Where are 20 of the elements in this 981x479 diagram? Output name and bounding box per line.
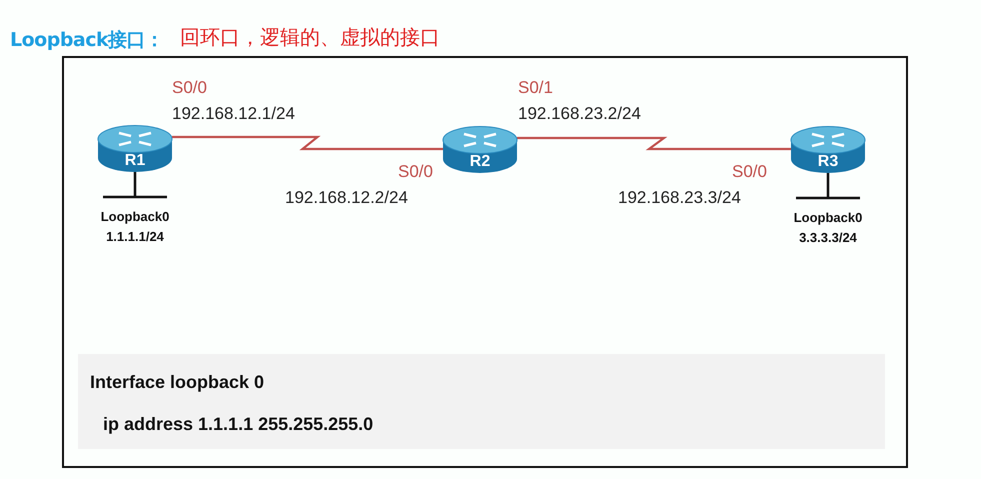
interface-name: S0/0 <box>172 78 207 98</box>
router-label: R2 <box>468 153 492 171</box>
router-label: R1 <box>124 152 146 170</box>
ip-address: 192.168.23.3/24 <box>618 188 741 208</box>
config-line: ip address 1.1.1.1 255.255.255.0 <box>103 414 374 435</box>
interface-name: S0/1 <box>518 78 553 98</box>
ip-address: 192.168.23.2/24 <box>518 104 641 124</box>
interface-label: Loopback0 1.1.1.1/24 <box>100 208 170 246</box>
interface-name: S0/0 <box>398 162 433 182</box>
ip-address: 192.168.12.2/24 <box>285 188 408 208</box>
title-subtitle: 回环口，逻辑的、虚拟的接口 <box>180 27 440 47</box>
title: Loopback接口： <box>10 28 164 53</box>
serial-link <box>172 136 443 150</box>
interface-label: Loopback0 3.3.3.3/24 <box>792 209 864 247</box>
config-line: Interface loopback 0 <box>90 372 264 393</box>
ip-address: 192.168.12.1/24 <box>172 104 295 124</box>
diagram-frame <box>62 56 908 468</box>
serial-link <box>517 136 791 150</box>
router-label: R3 <box>816 153 840 171</box>
interface-name: S0/0 <box>732 162 767 182</box>
